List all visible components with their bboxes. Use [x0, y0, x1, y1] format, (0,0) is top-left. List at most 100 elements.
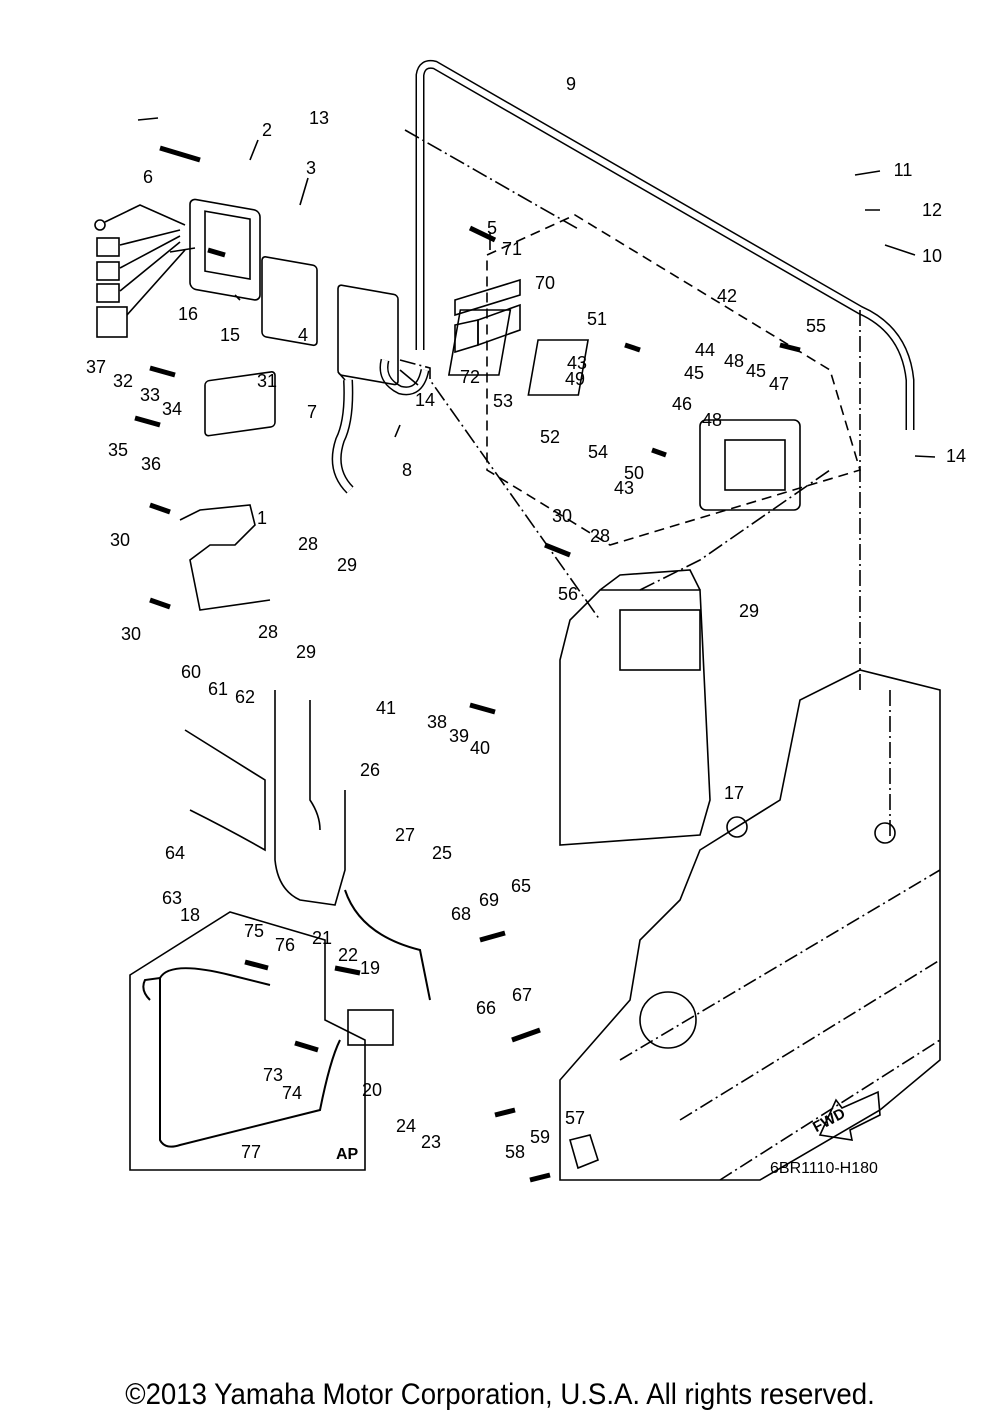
callout-4: 4	[297, 325, 309, 345]
callout-69: 69	[478, 890, 500, 910]
callout-8: 8	[401, 460, 413, 480]
callout-1: 1	[256, 508, 268, 528]
callout-36: 36	[140, 454, 162, 474]
part-57-clamp	[569, 1134, 599, 1170]
callout-10: 10	[921, 246, 943, 266]
callout-51: 51	[586, 309, 608, 329]
wire-harness	[274, 690, 346, 906]
callout-17: 17	[723, 783, 745, 803]
callout-3: 3	[305, 158, 317, 178]
callout-28: 28	[257, 622, 279, 642]
callout-50: 50	[623, 463, 645, 483]
group-box-label: AP	[336, 1146, 359, 1163]
part-1-bracket	[179, 504, 271, 611]
callout-43: 43	[566, 353, 588, 373]
callout-54: 54	[587, 442, 609, 462]
callout-45: 45	[683, 363, 705, 383]
copyright-notice: ©2013 Yamaha Motor Corporation, U.S.A. A…	[125, 1378, 875, 1411]
callout-30: 30	[120, 624, 142, 644]
callout-11: 11	[893, 160, 913, 180]
callout-74: 74	[281, 1083, 303, 1103]
part-52-seal	[527, 339, 589, 396]
callout-75: 75	[243, 921, 265, 941]
callout-63: 63	[161, 888, 183, 908]
callout-49: 49	[564, 369, 586, 389]
engine-block	[559, 669, 941, 1181]
callout-21: 21	[311, 928, 333, 948]
part-31-relay	[204, 371, 276, 437]
callout-67: 67	[511, 985, 533, 1005]
callout-33: 33	[139, 385, 161, 405]
callout-38: 38	[426, 712, 448, 732]
callout-43: 43	[613, 478, 635, 498]
callout-14: 14	[414, 390, 436, 410]
callout-39: 39	[448, 726, 470, 746]
callout-40: 40	[469, 738, 491, 758]
callout-5: 5	[486, 218, 498, 238]
callout-24: 24	[395, 1116, 417, 1136]
callout-18: 18	[179, 905, 201, 925]
callout-61: 61	[207, 679, 229, 699]
callout-31: 31	[256, 371, 278, 391]
callout-62: 62	[234, 687, 256, 707]
callout-20: 20	[361, 1080, 383, 1100]
callout-25: 25	[431, 843, 453, 863]
callout-41: 41	[375, 698, 397, 718]
callout-77: 77	[240, 1142, 262, 1162]
callout-37: 37	[85, 357, 107, 377]
callout-28: 28	[589, 526, 611, 546]
ecu-group-42-outline	[486, 214, 861, 546]
callout-29: 29	[738, 601, 760, 621]
callout-66: 66	[475, 998, 497, 1018]
callout-68: 68	[450, 904, 472, 924]
callout-7: 7	[306, 402, 318, 422]
callout-14: 14	[945, 446, 967, 466]
part-3-gasket	[261, 256, 318, 347]
callout-28: 28	[297, 534, 319, 554]
part-25-bracket	[559, 589, 711, 846]
callout-48: 48	[723, 351, 745, 371]
callout-26: 26	[359, 760, 381, 780]
callout-71: 71	[501, 239, 523, 259]
callout-2: 2	[261, 120, 273, 140]
callout-9: 9	[565, 74, 577, 94]
callout-35: 35	[107, 440, 129, 460]
callout-45: 45	[745, 361, 767, 381]
callout-65: 65	[510, 876, 532, 896]
callout-19: 19	[359, 958, 381, 978]
callout-55: 55	[805, 316, 827, 336]
cable-77	[142, 976, 341, 1148]
callout-70: 70	[534, 273, 556, 293]
callout-72: 72	[459, 367, 481, 387]
part-19-connector	[347, 1009, 394, 1046]
callout-32: 32	[112, 371, 134, 391]
callout-57: 57	[564, 1108, 586, 1128]
callout-30: 30	[109, 530, 131, 550]
callout-12: 12	[921, 200, 943, 220]
callout-44: 44	[694, 340, 716, 360]
callout-15: 15	[219, 325, 241, 345]
callout-56: 56	[557, 584, 579, 604]
callout-53: 53	[492, 391, 514, 411]
callout-64: 64	[164, 843, 186, 863]
callout-22: 22	[337, 945, 359, 965]
callout-6: 6	[142, 167, 154, 187]
callout-73: 73	[262, 1065, 284, 1085]
callout-58: 58	[504, 1142, 526, 1162]
callout-52: 52	[539, 427, 561, 447]
callout-16: 16	[177, 304, 199, 324]
fwd-arrow	[818, 1090, 881, 1141]
part-2-ignition-module	[189, 198, 261, 301]
callout-47: 47	[768, 374, 790, 394]
drawing-code: 6BR1110-H180	[770, 1160, 878, 1177]
parts-diagram	[94, 60, 941, 1183]
callout-30: 30	[551, 506, 573, 526]
callout-23: 23	[420, 1132, 442, 1152]
group-box-ap	[129, 911, 366, 1171]
callout-13: 13	[308, 108, 330, 128]
part-4-plate	[337, 284, 399, 386]
callout-34: 34	[161, 399, 183, 419]
callout-59: 59	[529, 1127, 551, 1147]
callout-46: 46	[671, 394, 693, 414]
callout-42: 42	[716, 286, 738, 306]
